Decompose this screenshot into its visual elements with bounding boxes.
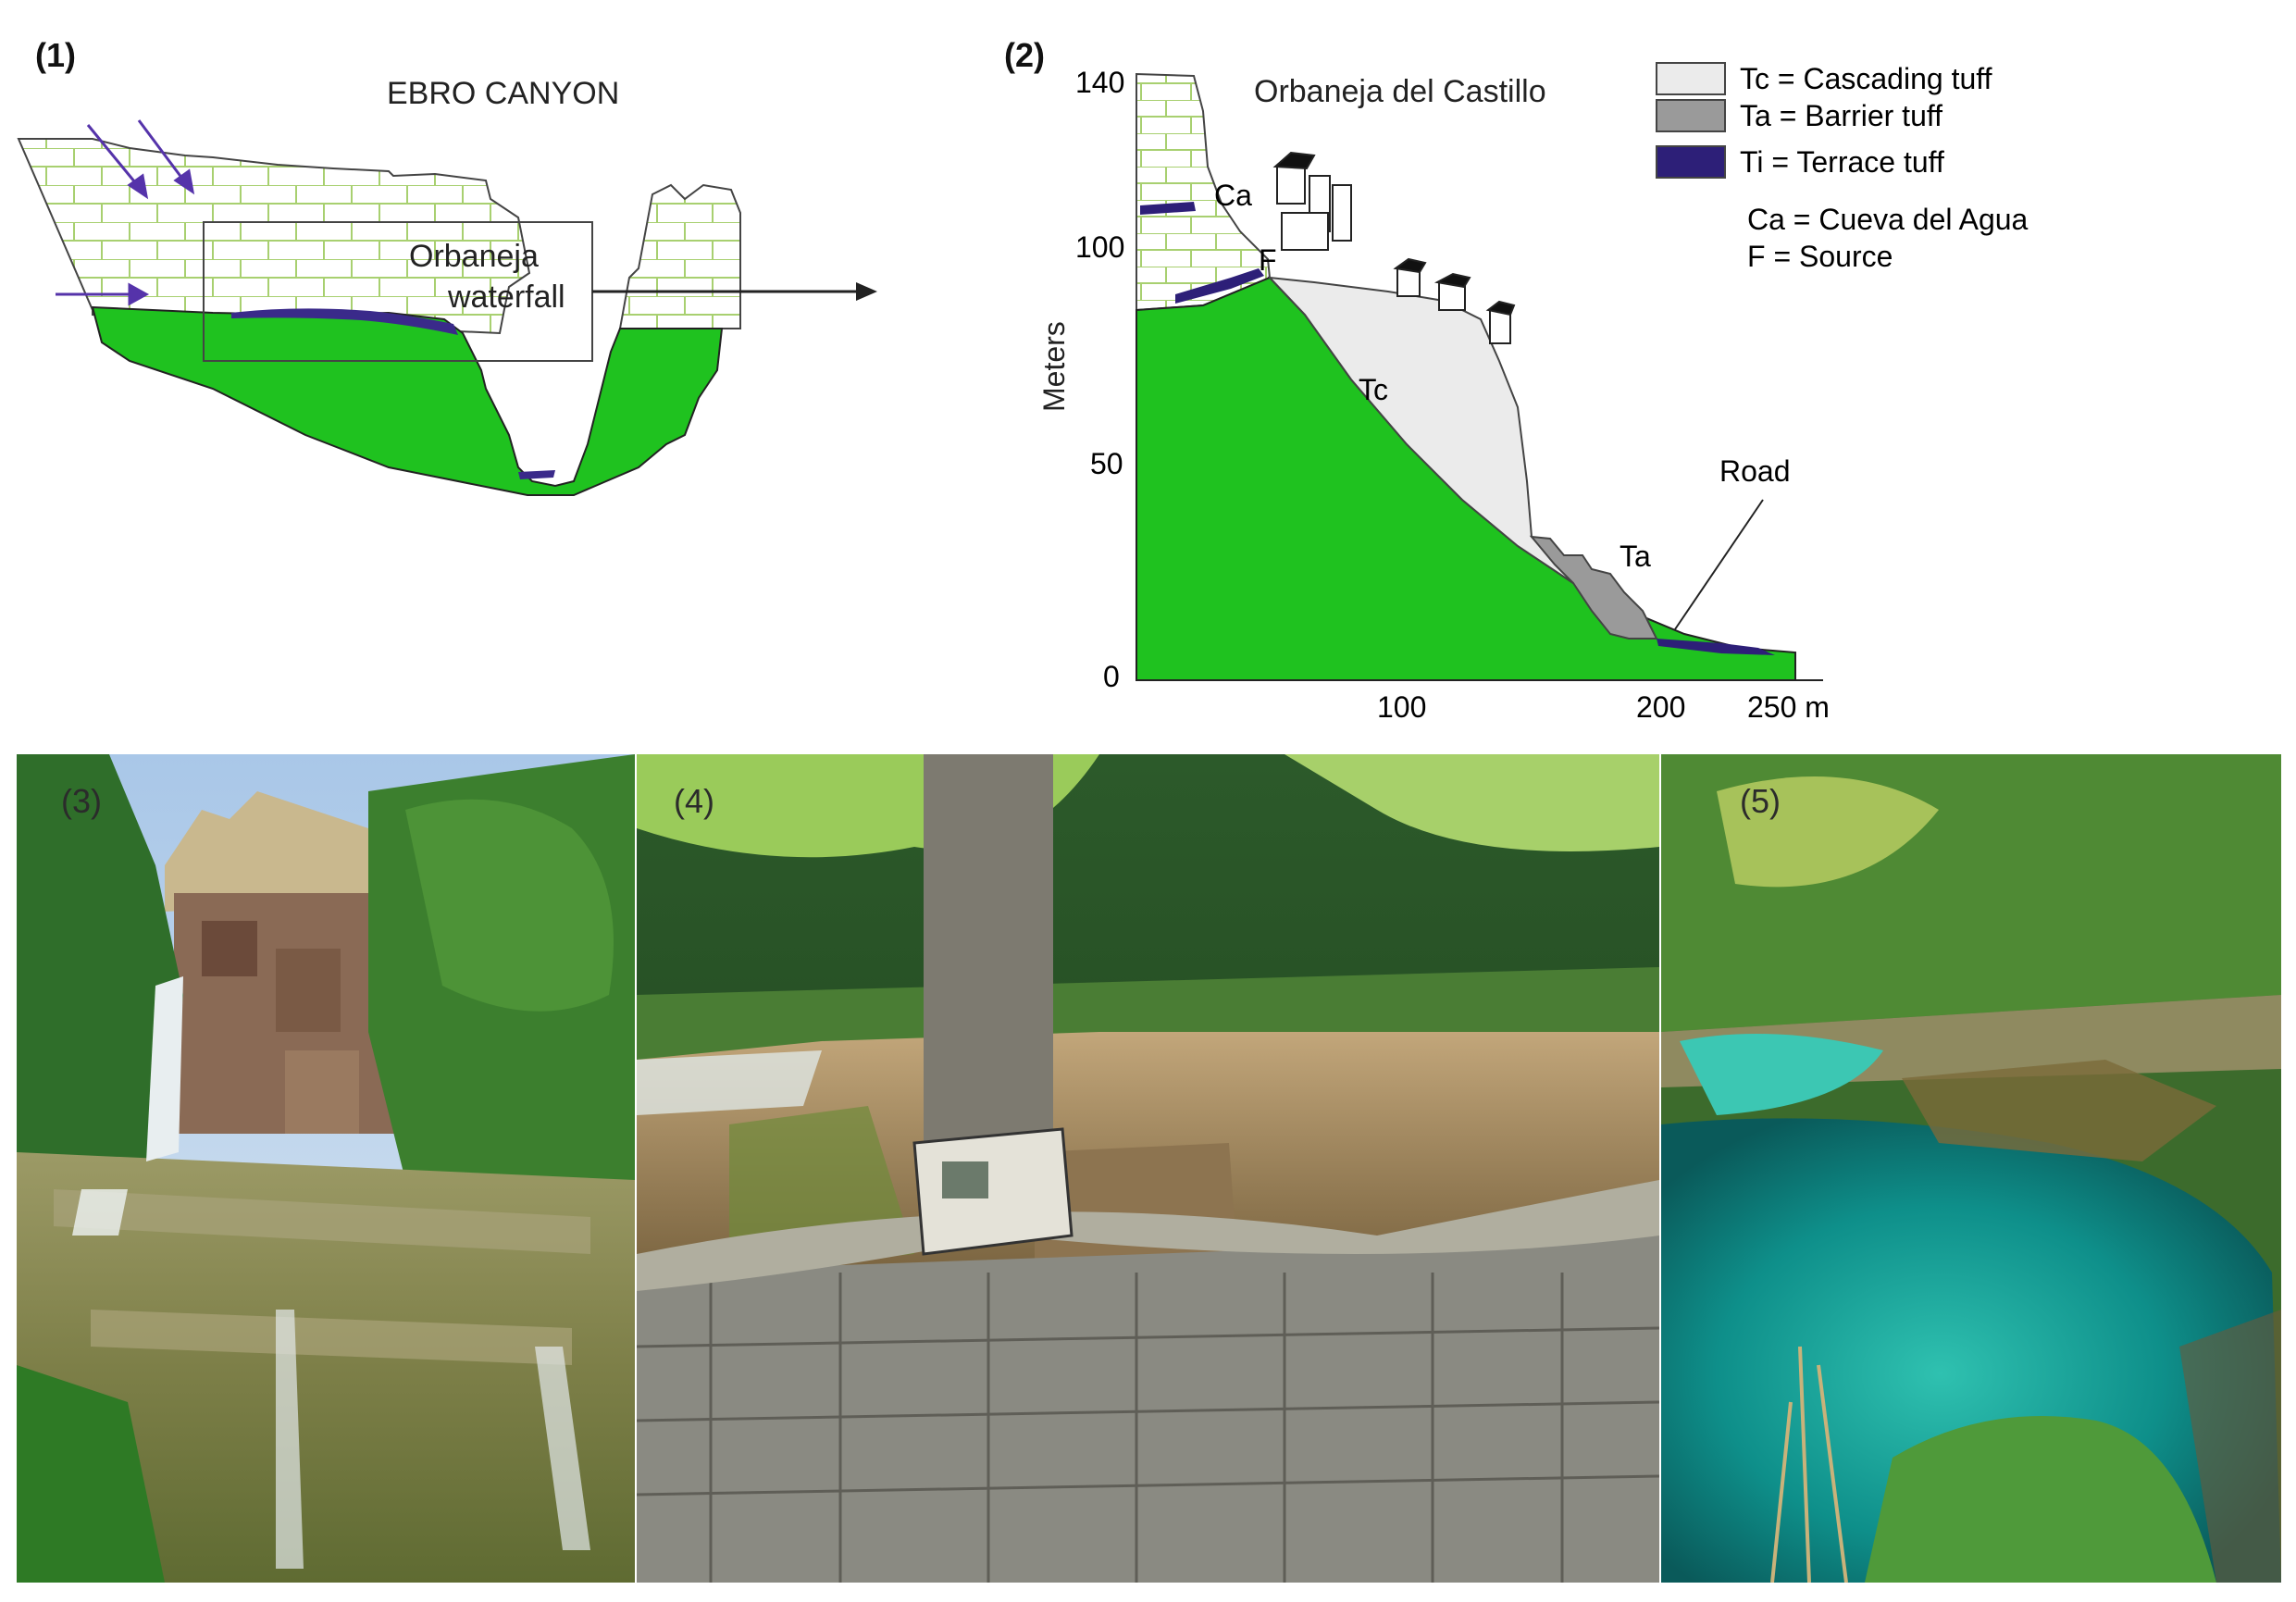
- orbaneja-label-line1: Orbaneja: [409, 239, 539, 274]
- label-ca: Ca: [1214, 179, 1252, 212]
- y-tick-140: 140: [1075, 66, 1124, 99]
- photo-3-waterfall: (3): [17, 754, 635, 1583]
- terrace-tuff-base: [1657, 639, 1775, 655]
- limestone-left-block: [17, 138, 531, 335]
- terrace-tuff-bottom: [518, 470, 555, 479]
- y-tick-50: 50: [1090, 447, 1123, 480]
- legend-text-ta: Ta = Barrier tuff: [1740, 99, 1942, 132]
- x-tick-200: 200: [1636, 690, 1685, 724]
- legend: Tc = Cascading tuff Ta = Barrier tuff Ti…: [1656, 62, 2029, 273]
- legend-swatch-tc: [1656, 62, 1726, 95]
- photo-3-label: (3): [61, 782, 102, 820]
- legend-swatch-ti: [1656, 145, 1726, 179]
- y-tick-100: 100: [1075, 230, 1124, 264]
- terrace-tuff-source: [1175, 268, 1264, 304]
- legend-text-tc: Tc = Cascading tuff: [1740, 62, 1992, 95]
- panel-1-title: EBRO CANYON: [387, 76, 619, 111]
- y-axis-label: Meters: [1037, 321, 1071, 412]
- terrace-tuff-cliff: [1140, 202, 1196, 215]
- panel-2-cross-section: (2) Orbaneja del Castillo Meters 140 100…: [1004, 36, 2029, 724]
- limestone-right-block: [618, 183, 741, 329]
- x-tick-250: 250 m: [1747, 690, 1830, 724]
- legend-swatch-ta: [1656, 99, 1726, 132]
- legend-note-f: F = Source: [1747, 240, 1893, 273]
- photo-4-tuff-barrier: (4): [637, 754, 1659, 1583]
- terrace-tuff-left: [231, 308, 458, 335]
- legend-note-ca: Ca = Cueva del Agua: [1747, 203, 2029, 236]
- legend-text-ti: Ti = Terrace tuff: [1740, 145, 1944, 179]
- panel-1-label: (1): [35, 36, 76, 74]
- water-flow-arrows: [56, 119, 195, 306]
- village-houses: [1272, 151, 1516, 344]
- barrier-tuff-area: [1529, 535, 1658, 640]
- photo-5-label: (5): [1740, 782, 1781, 820]
- label-f: F: [1259, 243, 1277, 277]
- panel-2-label: (2): [1004, 36, 1045, 74]
- y-tick-0: 0: [1103, 660, 1120, 693]
- link-arrow-head: [856, 282, 877, 301]
- label-ta: Ta: [1620, 540, 1651, 573]
- road-leader-line: [1674, 499, 1764, 630]
- x-tick-100: 100: [1377, 690, 1426, 724]
- green-bedrock: [91, 305, 724, 496]
- photo-4-label: (4): [674, 782, 714, 820]
- label-tc: Tc: [1359, 373, 1388, 406]
- panel-2-title: Orbaneja del Castillo: [1254, 74, 1546, 109]
- panel-1-canyon-diagram: (1) EBRO CANYON Orbaneja waterfall: [17, 36, 877, 496]
- photo-5-turquoise-pool: (5): [1661, 754, 2281, 1583]
- label-road: Road: [1719, 454, 1791, 488]
- orbaneja-label-line2: waterfall: [447, 279, 565, 315]
